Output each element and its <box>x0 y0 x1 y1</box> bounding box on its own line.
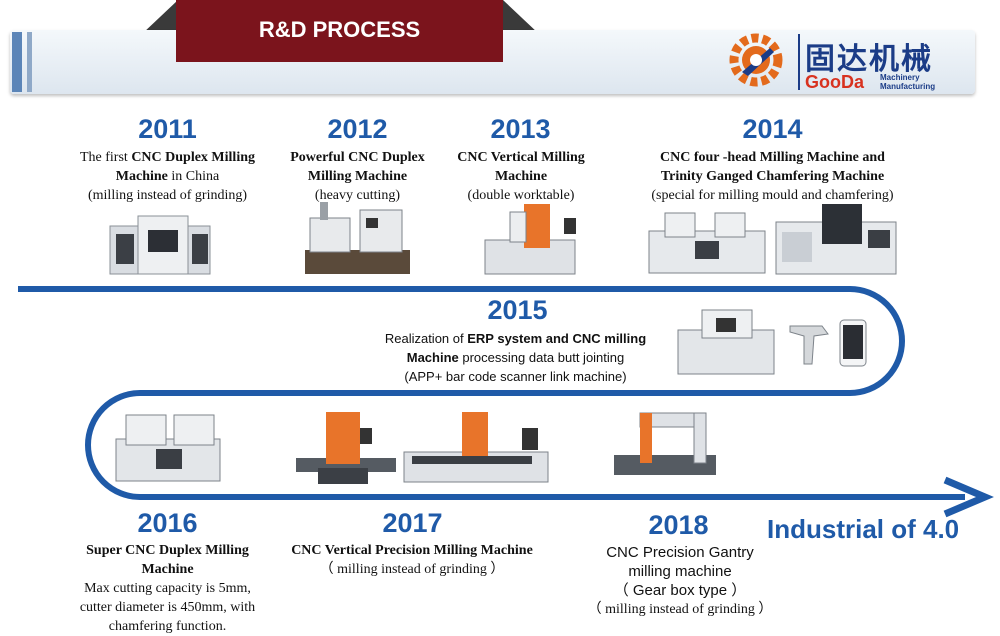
milestone-2014-line2: Trinity Ganged Chamfering Machine <box>660 169 885 184</box>
milestone-2013-text: CNC Vertical Milling Machine (double wor… <box>440 148 602 205</box>
milestone-2017-line2: （ milling instead of grinding ） <box>319 562 505 577</box>
machine-2018-image <box>614 412 716 475</box>
milestone-2014-text: CNC four -head Milling Machine and Trini… <box>625 148 920 205</box>
milestone-2013-line1: CNC Vertical Milling <box>457 150 585 165</box>
milestone-2015-line2: Machine processing data butt jointing <box>368 348 663 367</box>
machine-2017-image-b <box>403 412 549 483</box>
milestone-2015-text: Realization of ERP system and CNC millin… <box>368 329 663 386</box>
logo-subtitle-line2: Manufacturing <box>880 82 936 91</box>
header-left-stripe <box>12 32 22 92</box>
milestone-2015-line2b: processing data butt jointing <box>458 350 625 365</box>
header-left-stripe-2 <box>27 32 32 92</box>
milestone-2015-line1a: Realization of <box>384 331 468 346</box>
milestone-2018-line4: （ milling instead of grinding ） <box>587 602 773 617</box>
year-2015: 2015 <box>487 295 548 325</box>
machine-2012-image <box>305 202 410 274</box>
milestone-2018-text: CNC Precision Gantry milling machine （ G… <box>565 543 795 619</box>
year-2013: 2013 <box>490 114 551 144</box>
milestone-2016-line2: Machine <box>141 562 194 577</box>
milestone-2016-line3: Max cutting capacity is 5mm, <box>84 581 251 596</box>
milestone-2011-line1b: CNC Duplex Milling <box>131 150 255 165</box>
milestone-2011-line3: (milling instead of grinding) <box>87 188 248 203</box>
milestone-2011-text: The first CNC Duplex Milling Machine in … <box>40 148 295 205</box>
logo-divider <box>798 34 800 90</box>
milestone-2016-line1: Super CNC Duplex Milling <box>86 543 249 558</box>
machine-2015-image <box>677 309 775 375</box>
machine-2013-image <box>484 204 576 275</box>
milestone-2014-line3: (special for milling mould and chamferin… <box>651 188 894 203</box>
page-title: R&D PROCESS <box>258 17 421 42</box>
year-2014: 2014 <box>742 114 803 144</box>
milestone-2016-text: Super CNC Duplex Milling Machine Max cut… <box>45 541 290 636</box>
header-title-tab <box>176 0 503 62</box>
milestone-2015-line3: (APP+ bar code scanner link machine) <box>404 369 627 384</box>
barcode-scanner-icon <box>789 325 829 365</box>
logo-subtitle: Machinery Manufacturing <box>880 73 950 91</box>
year-2012: 2012 <box>327 114 388 144</box>
milestone-2018-line3: （ Gear box type ） <box>613 582 747 599</box>
machine-2011-image <box>109 215 211 275</box>
milestone-2011-line1a: The first <box>79 150 132 165</box>
smartphone-icon <box>839 319 867 367</box>
year-2016: 2016 <box>137 508 198 538</box>
logo-chinese-text: 固达机械 <box>805 42 933 77</box>
milestone-2015-line1b: ERP system and CNC milling <box>467 331 647 346</box>
milestone-2012-text: Powerful CNC Duplex Milling Machine (hea… <box>270 148 445 205</box>
milestone-2017-line1: CNC Vertical Precision Milling Machine <box>291 543 533 558</box>
milestone-2011-line2: Machine in China <box>40 167 295 186</box>
machine-2017-image-a <box>296 412 396 484</box>
milestone-2015-line1: Realization of ERP system and CNC millin… <box>368 329 663 348</box>
machine-2016-image <box>115 414 221 482</box>
milestone-2017-text: CNC Vertical Precision Milling Machine （… <box>262 541 562 579</box>
gear-logo-icon <box>729 33 783 87</box>
milestone-2015-line2a: Machine <box>406 350 459 365</box>
milestone-2016-line5: chamfering function. <box>108 619 227 634</box>
milestone-2012-line1: Powerful CNC Duplex <box>290 150 425 165</box>
arrow-label-industrial: Industrial of 4.0 <box>767 514 960 544</box>
milestone-2013-line2: Machine <box>494 169 548 184</box>
year-2017: 2017 <box>382 508 443 538</box>
milestone-2012-line3: (heavy cutting) <box>314 188 401 203</box>
year-2018: 2018 <box>648 510 709 540</box>
milestone-2013-line3: (double worktable) <box>467 188 575 203</box>
logo-english-text: GooDa <box>805 72 865 92</box>
milestone-2018-line2: milling machine <box>628 563 732 580</box>
milestone-2014-line1: CNC four -head Milling Machine and <box>660 150 885 165</box>
milestone-2018-line1: CNC Precision Gantry <box>606 544 754 561</box>
machine-2014-image-a <box>648 212 766 274</box>
milestone-2016-line4: cutter diameter is 450mm, with <box>79 600 256 615</box>
milestone-2012-line2: Milling Machine <box>307 169 408 184</box>
logo-subtitle-line1: Machinery <box>880 73 920 82</box>
machine-2014-image-b <box>775 204 897 275</box>
milestone-2011-line2a: Machine <box>115 169 168 184</box>
milestone-2011-line1: The first CNC Duplex Milling <box>40 148 295 167</box>
milestone-2011-line2b: in China <box>167 169 220 184</box>
year-2011: 2011 <box>138 114 197 144</box>
